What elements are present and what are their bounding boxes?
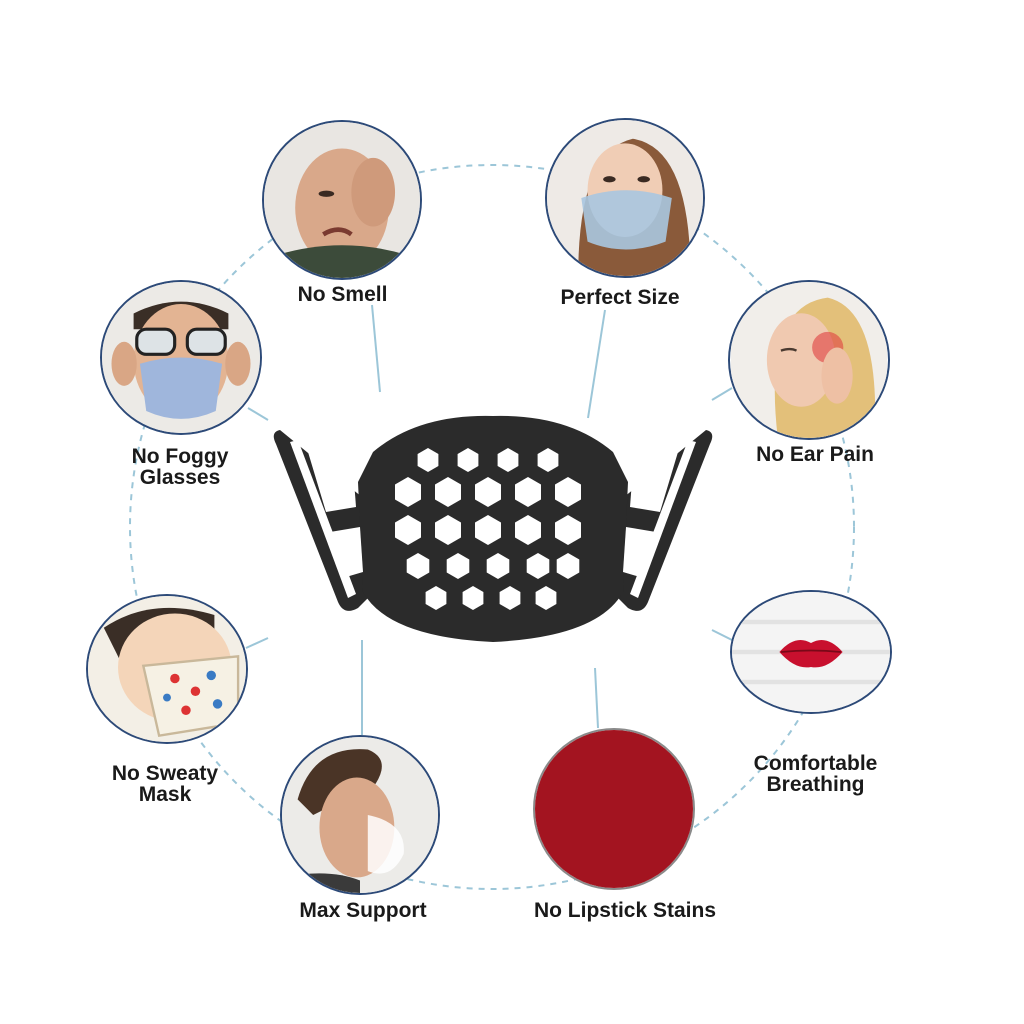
silicone-mask-bracket-icon (273, 415, 713, 642)
hexagon-vent (537, 448, 559, 472)
hexagon-vent (555, 477, 581, 507)
lipstick-mark-mask-photo (732, 592, 890, 712)
hexagon-vent (486, 553, 510, 579)
hexagon-vent (446, 553, 470, 579)
label-no-smell: No Smell (297, 283, 388, 306)
comfortable-breathing-photo (730, 590, 892, 714)
hexagon-vent (435, 515, 461, 545)
label-comfortable-breathing: Comfortable Breathing (753, 752, 878, 796)
no-ear-pain-photo (728, 280, 890, 440)
hexagon-vent (526, 553, 550, 579)
hexagon-vent (475, 477, 501, 507)
no-sweaty-mask-photo (86, 594, 248, 744)
no-lipstick-stains-photo (533, 728, 695, 890)
red-circle-photo (535, 730, 693, 888)
woman-wearing-mask-photo (547, 120, 703, 276)
hexagon-vent (457, 448, 479, 472)
no-foggy-glasses-photo (100, 280, 262, 435)
label-no-foggy-glasses: No Foggy Glasses (131, 445, 229, 489)
hexagon-vent (395, 515, 421, 545)
label-no-ear-pain: No Ear Pain (756, 443, 874, 466)
man-with-mask-bracket-photo (282, 737, 438, 893)
hexagon-vent (417, 448, 439, 472)
hexagon-vent (515, 477, 541, 507)
hexagon-vent (435, 477, 461, 507)
label-no-lipstick-stains: No Lipstick Stains (533, 899, 717, 922)
perfect-size-photo (545, 118, 705, 278)
hexagon-vent (475, 515, 501, 545)
hexagon-vent (515, 515, 541, 545)
sweaty-mask-photo (88, 596, 246, 742)
hexagon-vent (395, 477, 421, 507)
hexagon-vent (555, 515, 581, 545)
hexagon-vent (462, 586, 484, 610)
label-no-sweaty-mask: No Sweaty Mask (111, 762, 219, 806)
hexagon-vent (556, 553, 580, 579)
foggy-glasses-photo (102, 282, 260, 433)
hexagon-vent (406, 553, 430, 579)
label-perfect-size: Perfect Size (560, 286, 680, 309)
woman-ear-pain-photo (731, 282, 887, 438)
hexagon-vent (535, 586, 557, 610)
no-smell-photo (262, 120, 422, 280)
hexagon-vent (425, 586, 447, 610)
hexagon-vent (499, 586, 521, 610)
hexagon-vents (395, 448, 581, 610)
person-holding-nose-photo (264, 122, 420, 278)
hexagon-vent (497, 448, 519, 472)
max-support-photo (280, 735, 440, 895)
label-max-support: Max Support (299, 899, 427, 922)
